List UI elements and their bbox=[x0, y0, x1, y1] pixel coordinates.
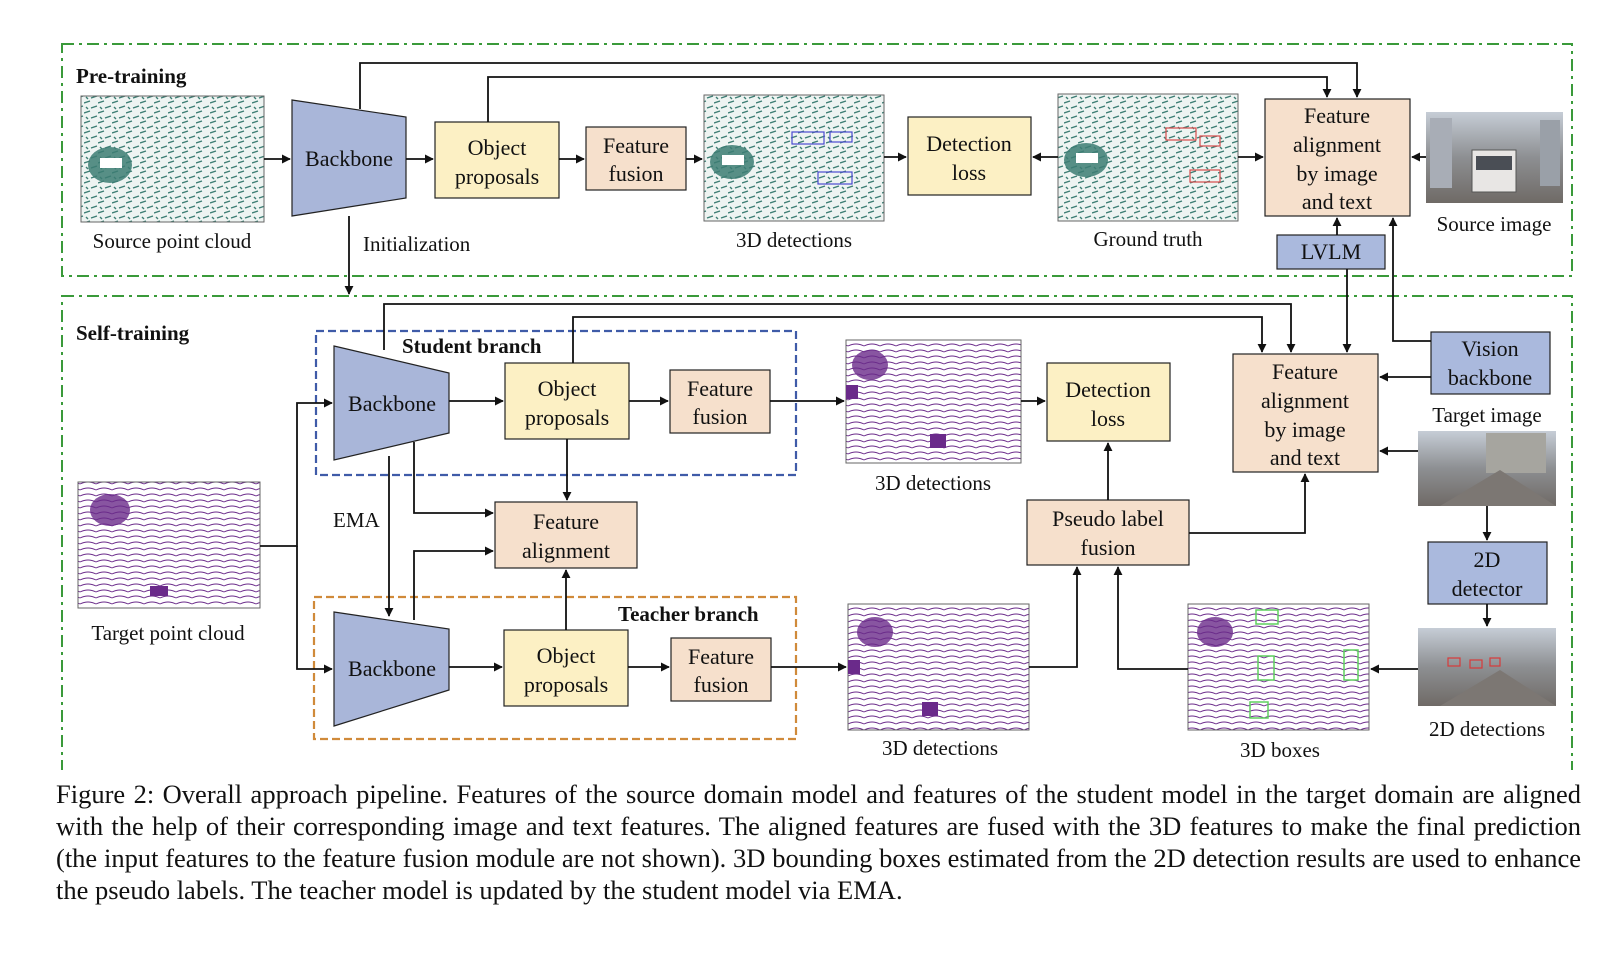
target-point-cloud-label: Target point cloud bbox=[91, 621, 245, 645]
teacher-object-proposals-line1: Object bbox=[537, 643, 596, 668]
pretrain-fait-line3: by image bbox=[1296, 161, 1377, 186]
teacher-3d-detections-label: 3D detections bbox=[882, 736, 998, 760]
initialization-label: Initialization bbox=[363, 232, 471, 256]
pretraining-title: Pre-training bbox=[76, 64, 187, 88]
pretrain-object-proposals-line1: Object bbox=[468, 135, 527, 160]
ground-truth-label: Ground truth bbox=[1093, 227, 1203, 251]
source-image bbox=[1426, 112, 1563, 203]
vision-backbone-line1: Vision bbox=[1461, 336, 1518, 361]
selftraining-frame bbox=[61, 295, 1573, 770]
teacher-branch-frame bbox=[312, 595, 798, 741]
source-point-cloud-label: Source point cloud bbox=[93, 229, 252, 253]
target-image bbox=[1418, 431, 1556, 506]
student-feature-fusion-line2: fusion bbox=[693, 404, 748, 429]
student-feature-fusion bbox=[669, 369, 771, 434]
selftrain-fait-line4: and text bbox=[1270, 445, 1340, 470]
pretrain-fait-line2: alignment bbox=[1293, 132, 1381, 157]
selftrain-detection-loss bbox=[1046, 362, 1171, 442]
pretrain-feature-fusion-line1: Feature bbox=[603, 133, 669, 158]
pseudo-label-fusion-block bbox=[1026, 499, 1190, 566]
teacher-feature-fusion-line1: Feature bbox=[688, 644, 754, 669]
pretrain-arrows bbox=[264, 62, 1426, 295]
lvlm-block bbox=[1276, 234, 1386, 270]
detector-2d-block bbox=[1427, 541, 1548, 605]
student-backbone bbox=[333, 345, 450, 461]
source-point-cloud-image bbox=[80, 95, 265, 223]
teacher-backbone-label: Backbone bbox=[348, 656, 436, 681]
student-object-proposals-line2: proposals bbox=[525, 405, 609, 430]
pretrain-backbone bbox=[291, 99, 407, 217]
pretrain-feature-alignment-image-text bbox=[1264, 98, 1411, 217]
pretrain-fait-line1: Feature bbox=[1304, 103, 1370, 128]
teacher-object-proposals bbox=[503, 629, 629, 707]
vision-backbone-line2: backbone bbox=[1448, 365, 1532, 390]
detections-2d-image bbox=[1418, 628, 1556, 706]
detector-2d-line2: detector bbox=[1452, 576, 1524, 601]
student-3d-detections-label: 3D detections bbox=[875, 471, 991, 495]
feature-alignment-line2: alignment bbox=[522, 538, 610, 563]
pretrain-object-proposals-line2: proposals bbox=[455, 164, 539, 189]
boxes-3d-label: 3D boxes bbox=[1240, 738, 1320, 762]
selftrain-fait-line2: alignment bbox=[1261, 388, 1349, 413]
figure-caption: Figure 2: Overall approach pipeline. Fea… bbox=[56, 779, 1581, 905]
selftrain-feature-alignment-image-text bbox=[1232, 353, 1379, 473]
pretrain-backbone-label: Backbone bbox=[305, 146, 393, 171]
selftrain-detection-loss-line2: loss bbox=[1091, 406, 1125, 431]
pseudo-label-fusion-line2: fusion bbox=[1081, 535, 1136, 560]
student-3d-detections-image bbox=[845, 339, 1022, 464]
selftrain-arrows bbox=[260, 217, 1492, 674]
teacher-3d-detections-image bbox=[847, 603, 1030, 731]
lvlm-label: LVLM bbox=[1301, 239, 1361, 264]
teacher-object-proposals-line2: proposals bbox=[524, 672, 608, 697]
student-backbone-label: Backbone bbox=[348, 391, 436, 416]
pretrain-object-proposals bbox=[434, 121, 560, 199]
pretrain-fait-line4: and text bbox=[1302, 189, 1372, 214]
pretrain-detection-loss bbox=[907, 116, 1032, 196]
pretrain-detection-loss-line1: Detection bbox=[926, 131, 1012, 156]
teacher-backbone bbox=[333, 611, 450, 727]
feature-alignment-line1: Feature bbox=[533, 509, 599, 534]
boxes-3d-image bbox=[1187, 603, 1370, 731]
detector-2d-line1: 2D bbox=[1474, 547, 1501, 572]
pretrain-feature-fusion-line2: fusion bbox=[609, 161, 664, 186]
student-object-proposals bbox=[504, 362, 630, 440]
selftrain-fait-line1: Feature bbox=[1272, 359, 1338, 384]
pseudo-label-fusion-line1: Pseudo label bbox=[1052, 506, 1164, 531]
selftrain-detection-loss-line1: Detection bbox=[1065, 377, 1151, 402]
ground-truth-image bbox=[1057, 93, 1239, 222]
target-point-cloud-image bbox=[77, 481, 261, 609]
source-image-label: Source image bbox=[1437, 212, 1552, 236]
pretrain-3d-detections-label: 3D detections bbox=[736, 228, 852, 252]
target-image-label: Target image bbox=[1432, 403, 1542, 427]
student-branch-title: Student branch bbox=[402, 334, 542, 358]
vision-backbone-block bbox=[1430, 331, 1551, 395]
selftrain-fait-line3: by image bbox=[1264, 417, 1345, 442]
pretrain-3d-detections-image bbox=[703, 94, 885, 222]
pretrain-feature-fusion bbox=[585, 126, 687, 191]
teacher-feature-fusion bbox=[670, 637, 772, 702]
selftraining-title: Self-training bbox=[76, 321, 190, 345]
pretraining-frame bbox=[61, 43, 1573, 277]
teacher-branch-title: Teacher branch bbox=[618, 602, 759, 626]
pretrain-detection-loss-line2: loss bbox=[952, 160, 986, 185]
feature-alignment-block bbox=[494, 501, 638, 569]
detections-2d-label: 2D detections bbox=[1429, 717, 1545, 741]
teacher-feature-fusion-line2: fusion bbox=[694, 672, 749, 697]
pipeline-diagram: Pre-training Self-training Student branc… bbox=[61, 43, 1573, 770]
student-feature-fusion-line1: Feature bbox=[687, 376, 753, 401]
student-object-proposals-line1: Object bbox=[538, 376, 597, 401]
ema-label: EMA bbox=[333, 508, 381, 532]
